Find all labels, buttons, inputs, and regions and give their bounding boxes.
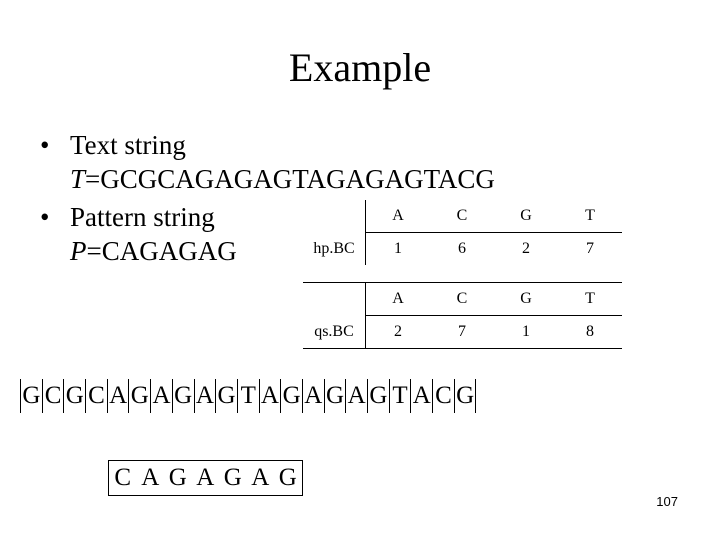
text-letter-cell: G — [281, 379, 303, 413]
pattern-value: =CAGAGAG — [86, 236, 237, 266]
text-letter-cell: A — [108, 379, 130, 413]
bullet-label: Pattern string — [70, 202, 215, 232]
pattern-string-value: P=CAGAGAG — [40, 234, 495, 268]
qs-header-g: G — [494, 282, 558, 316]
qs-value-t: 8 — [558, 315, 622, 349]
qs-header-a: A — [365, 282, 430, 316]
text-letter-cell: G — [216, 379, 238, 413]
text-letter-cell: G — [173, 379, 195, 413]
qs-header-c: C — [430, 282, 494, 316]
bullet-dot: • — [40, 202, 50, 232]
text-letter-cell: G — [64, 379, 87, 413]
text-letter-cell: C — [86, 379, 108, 413]
text-letter-cell: T — [390, 379, 412, 413]
text-letter-cell: G — [325, 379, 347, 413]
text-letter-cell: A — [411, 379, 434, 413]
hp-value-a: 1 — [365, 232, 430, 265]
text-letter-cell: G — [20, 379, 43, 413]
text-letter-cell: A — [260, 379, 282, 413]
text-letter-cell: G — [368, 379, 390, 413]
bullet-list: • Text string T=GCGCAGAGAGTAGAGAGTACG • … — [40, 128, 495, 268]
pattern-letter-cell: G — [223, 464, 242, 491]
text-letter-cell: G — [129, 379, 152, 413]
hp-value-g: 2 — [522, 240, 530, 257]
hp-value-c: 6 — [458, 240, 466, 257]
bullet-text-string: • Text string — [40, 128, 495, 162]
pattern-letter-cell: G — [278, 464, 297, 491]
hp-value-t: 7 — [586, 240, 594, 257]
pattern-letter-cell: A — [251, 464, 270, 491]
text-letter-cell: A — [151, 379, 173, 413]
bullet-pattern-string: • Pattern string — [40, 200, 495, 234]
pattern-var: P — [70, 236, 87, 266]
hp-header-t: T — [558, 200, 622, 233]
hp-label: hp.BC — [313, 239, 355, 257]
qs-bc-table: A C G T qs.BC 2 7 1 8 — [303, 282, 622, 349]
qs-value-c: 7 — [430, 315, 494, 349]
text-letter-cell: C — [43, 379, 65, 413]
qs-value-g: 1 — [494, 315, 558, 349]
bullet-dot: • — [40, 130, 50, 160]
pattern-letter-cell: C — [114, 464, 132, 491]
text-var: T — [70, 164, 86, 194]
text-letter-cell: A — [195, 379, 217, 413]
qs-value-a: 2 — [365, 315, 430, 349]
bullet-label: Text string — [70, 130, 186, 160]
page-number: 107 — [656, 494, 678, 509]
pattern-letter-cell: G — [168, 464, 187, 491]
qs-header-t: T — [558, 282, 622, 316]
slide-title: Example — [288, 45, 432, 90]
hp-header-c: C — [430, 200, 494, 233]
text-string-value: T=GCGCAGAGAGTAGAGAGTACG — [40, 162, 495, 196]
hp-header-g: G — [494, 200, 558, 233]
text-letter-cell: C — [433, 379, 455, 413]
text-letter-cell: A — [346, 379, 368, 413]
qs-label: qs.BC — [303, 315, 366, 349]
text-letter-cell: T — [238, 379, 260, 413]
text-letter-cell: G — [455, 379, 477, 413]
pattern-letter-cell: A — [196, 464, 215, 491]
text-letter-cell: A — [303, 379, 325, 413]
pattern-letter-cell: A — [141, 464, 160, 491]
hp-header-a: A — [365, 200, 430, 233]
text-value: =GCGCAGAGAGTAGAGAGTACG — [85, 164, 495, 194]
hp-bc-table: A C G T hp.BC 1 6 2 7 — [303, 200, 622, 265]
